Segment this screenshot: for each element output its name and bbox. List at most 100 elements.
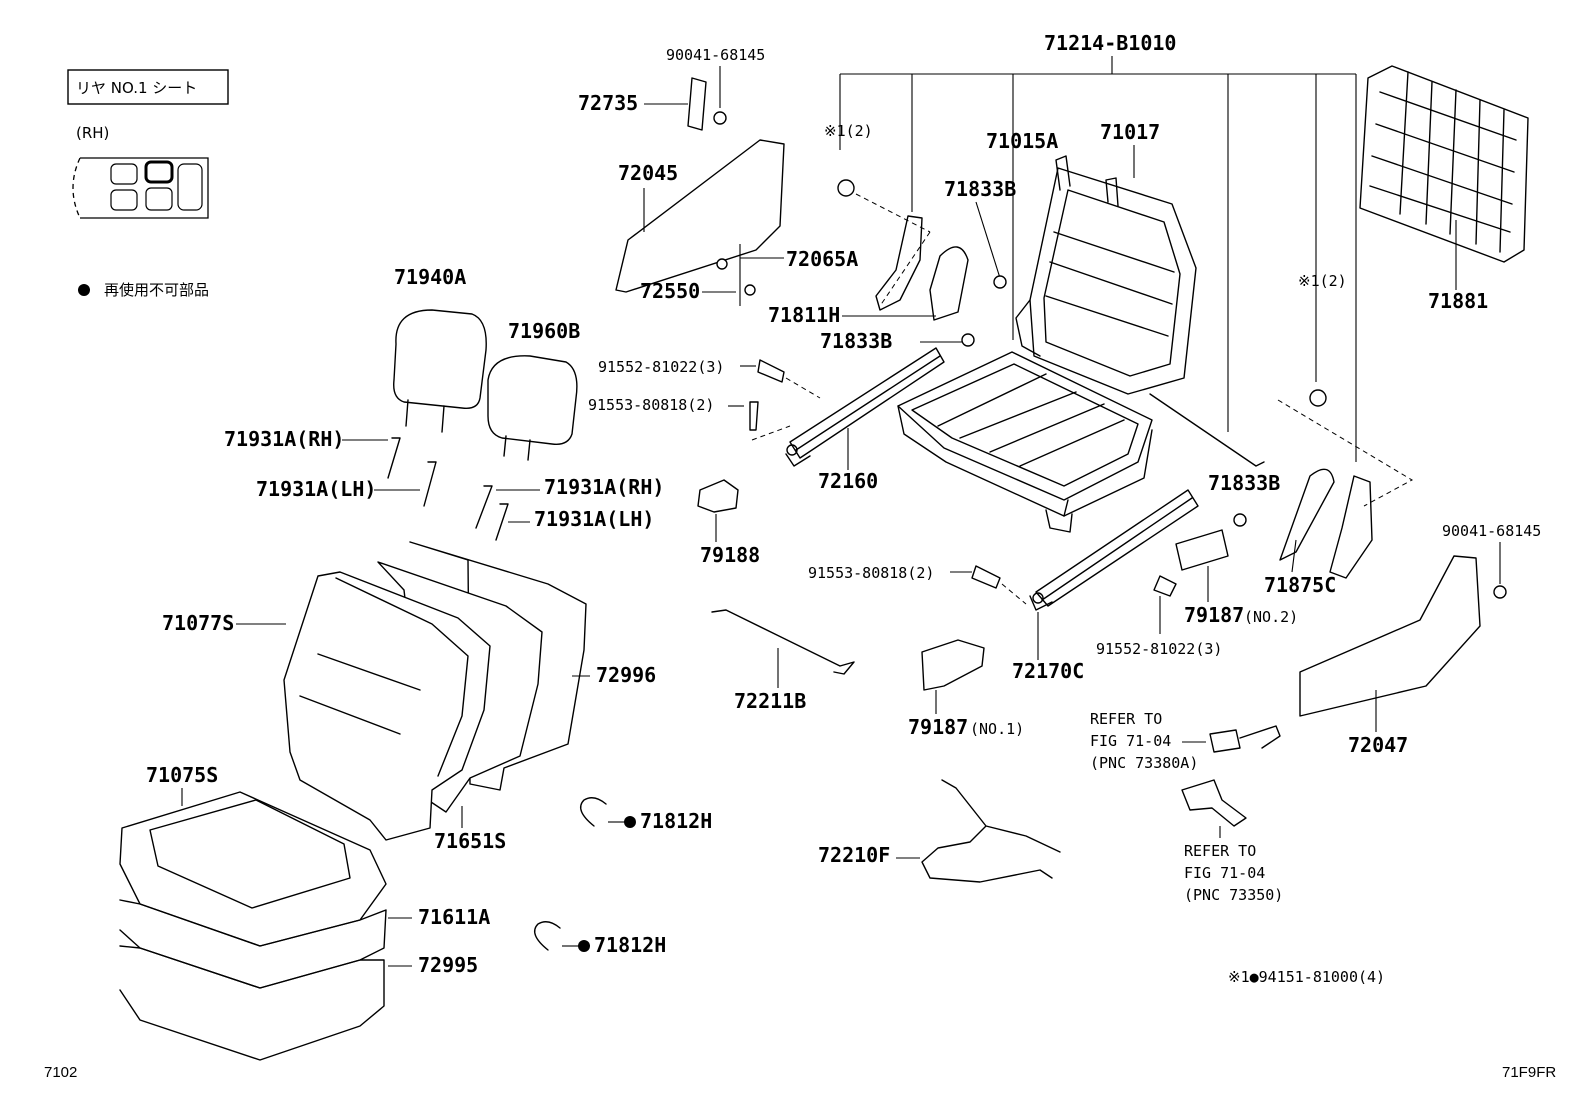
label-72735: 72735 <box>578 91 638 115</box>
label-72211b: 72211B <box>734 689 806 713</box>
label-71940a: 71940A <box>394 265 466 289</box>
seat-cushion-72995 <box>119 945 385 1061</box>
label-72210f: 72210F <box>818 843 890 867</box>
support-icon <box>423 461 437 507</box>
hinge-cover-71811h <box>929 246 969 321</box>
bolt-icon <box>713 111 727 125</box>
refer-1-line-3: (PNC 73380A) <box>1090 754 1198 772</box>
refer-2-line-1: REFER TO <box>1184 842 1256 860</box>
footer-left-code: 7102 <box>44 1064 78 1081</box>
assembly-bracket: 71214-B1010 <box>839 31 1357 462</box>
screw-icon <box>744 284 756 296</box>
release-rod <box>1149 393 1265 467</box>
label-91552-81022-left: 91552-81022(3) <box>598 358 724 376</box>
screw-icon <box>716 258 728 270</box>
clip-72735 <box>687 77 707 131</box>
label-91553-80818-left: 91553-80818(2) <box>588 396 714 414</box>
label-71015a: 71015A <box>986 129 1058 153</box>
non-reusable-bullet-icon <box>78 284 90 296</box>
seat-track-72160 <box>785 347 945 467</box>
label-90041-68145-right: 90041-68145 <box>1442 522 1541 540</box>
label-71833b-mid: 71833B <box>820 329 892 353</box>
footer-right-code: 71F9FR <box>1502 1064 1557 1081</box>
seat-track-72170c <box>1029 489 1199 611</box>
refer-1-line-2: FIG 71-04 <box>1090 732 1171 750</box>
cable-72210f <box>921 779 1061 883</box>
bolt-icon <box>1233 513 1247 527</box>
clip-icon <box>580 797 607 827</box>
cushion-frame <box>897 351 1153 533</box>
label-72550: 72550 <box>640 279 700 303</box>
label-71931a-lh-right: 71931A(LH) <box>534 507 654 531</box>
label-72996: 72996 <box>596 663 656 687</box>
headrest-71960b <box>487 355 578 461</box>
label-91552-81022-right: 91552-81022(3) <box>1096 640 1222 658</box>
nut-icon <box>1309 389 1327 407</box>
side-text: (RH) <box>76 124 109 142</box>
cover-72047 <box>1299 555 1481 717</box>
label-71017: 71017 <box>1100 120 1160 144</box>
recliner-hinge <box>875 215 923 311</box>
label-72047: 72047 <box>1348 733 1408 757</box>
label-72065a: 72065A <box>786 247 858 271</box>
label-72160: 72160 <box>818 469 878 493</box>
backrest-frame <box>1015 155 1197 395</box>
label-72045: 72045 <box>618 161 678 185</box>
refer-1-line-1: REFER TO <box>1090 710 1162 728</box>
back-board-71881 <box>1359 65 1529 263</box>
seat-back-cover-71077s <box>283 571 491 841</box>
label-72170c: 72170C <box>1012 659 1084 683</box>
label-71611a: 71611A <box>418 905 490 929</box>
bolt-icon <box>961 333 975 347</box>
label-71931a-lh-left: 71931A(LH) <box>256 477 376 501</box>
bolt-icon <box>993 275 1007 289</box>
seat-layout-icon <box>72 157 209 219</box>
label-71881: 71881 <box>1428 289 1488 313</box>
label-71651s: 71651S <box>434 829 506 853</box>
cover-79187-no1 <box>921 639 985 691</box>
label-note-1-right: ※1(2) <box>1298 272 1347 290</box>
label-no2: (NO.2) <box>1244 608 1298 626</box>
label-71931a-rh-right: 71931A(RH) <box>544 475 664 499</box>
label-note-1-left: ※1(2) <box>824 122 873 140</box>
clip-icon <box>534 921 561 951</box>
bolt-icon <box>971 565 1001 589</box>
label-71960b: 71960B <box>508 319 580 343</box>
hinge-cover-71875c <box>1279 468 1335 561</box>
headrest-71940a <box>393 309 487 433</box>
label-79187-no1: 79187 <box>908 715 968 739</box>
label-91553-80818-right: 91553-80818(2) <box>808 564 934 582</box>
label-72995: 72995 <box>418 953 478 977</box>
refer-2-line-3: (PNC 73350) <box>1184 886 1283 904</box>
bolt-icon <box>749 401 759 431</box>
support-icon <box>475 485 493 529</box>
cover-72045 <box>615 139 785 293</box>
bolt-icon <box>1493 585 1507 599</box>
label-71811h: 71811H <box>768 303 840 327</box>
label-71075s: 71075S <box>146 763 218 787</box>
label-71875c: 71875C <box>1264 573 1336 597</box>
bolt-icon <box>1153 575 1177 597</box>
seat-legend-box <box>67 69 229 105</box>
label-71214-b1010: 71214-B1010 <box>1044 31 1176 55</box>
seat-legend-text: リヤ NO.1 シート <box>76 79 197 97</box>
footer-note: ※1●94151-81000(4) <box>1228 968 1385 986</box>
belt-buckle-icon <box>1209 725 1281 753</box>
label-79187-no2: 79187 <box>1184 603 1244 627</box>
non-reusable-note: 再使用不可部品 <box>104 281 209 299</box>
legend: リヤ NO.1 シート (RH) 再使用不可部品 <box>67 69 229 299</box>
label-no1: (NO.1) <box>970 720 1024 738</box>
support-icon <box>387 437 401 479</box>
support-icon <box>495 503 509 541</box>
cover-79188 <box>697 479 739 513</box>
refer-2-line-2: FIG 71-04 <box>1184 864 1265 882</box>
label-71833b-right: 71833B <box>1208 471 1280 495</box>
label-71812h-upper: 71812H <box>640 809 712 833</box>
non-reusable-bullet-icon <box>578 940 590 952</box>
cover-79187-no2 <box>1175 529 1229 571</box>
non-reusable-bullet-icon <box>624 816 636 828</box>
label-71931a-rh-left: 71931A(RH) <box>224 427 344 451</box>
nut-icon <box>837 179 855 197</box>
label-71077s: 71077S <box>162 611 234 635</box>
